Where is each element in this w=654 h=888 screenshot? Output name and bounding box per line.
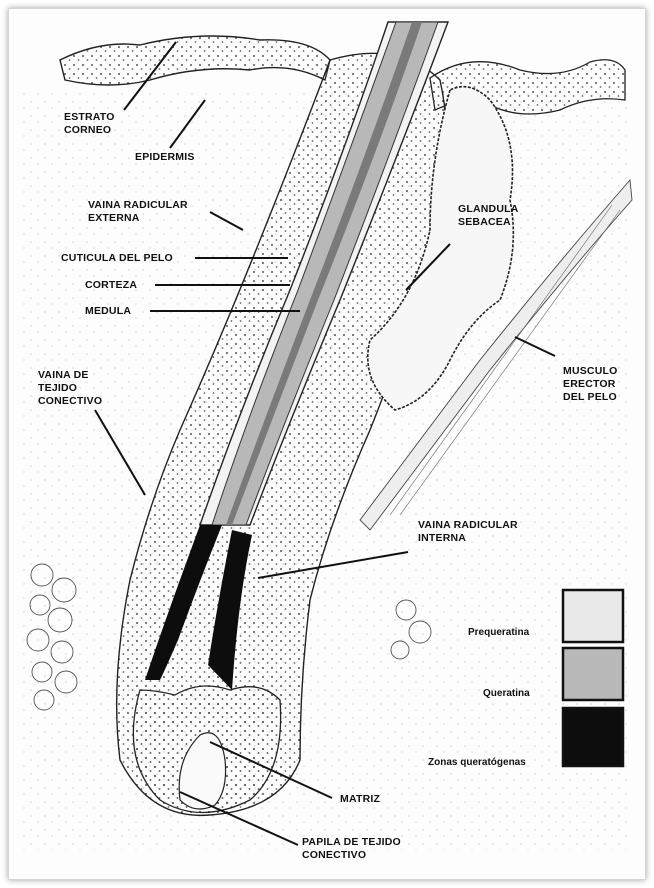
legend-swatch-queratina bbox=[563, 648, 623, 700]
label-matriz: MATRIZ bbox=[340, 793, 380, 806]
label-papila-line2: CONECTIVO bbox=[302, 849, 401, 862]
label-vaina-interna-line1: VAINA RADICULAR bbox=[418, 519, 518, 532]
legend-label-prequeratina: Prequeratina bbox=[468, 627, 529, 638]
legend-swatch-prequeratina bbox=[563, 590, 623, 642]
label-vaina-interna: VAINA RADICULAR INTERNA bbox=[418, 519, 518, 545]
label-corneo-line2: CORNEO bbox=[64, 124, 115, 137]
label-corteza: CORTEZA bbox=[85, 279, 137, 292]
label-vaina-tejido-line3: CONECTIVO bbox=[38, 395, 102, 408]
label-cuticula: CUTICULA DEL PELO bbox=[61, 252, 173, 265]
label-vaina-tejido: VAINA DE TEJIDO CONECTIVO bbox=[38, 369, 102, 408]
label-epidermis: EPIDERMIS bbox=[135, 151, 195, 164]
label-papila-line1: PAPILA DE TEJIDO bbox=[302, 836, 401, 849]
label-estrato-corneo: ESTRATO CORNEO bbox=[64, 111, 115, 137]
label-musculo-line2: ERECTOR bbox=[563, 378, 617, 391]
label-vaina-externa: VAINA RADICULAR EXTERNA bbox=[88, 199, 188, 225]
label-vaina-tejido-line2: TEJIDO bbox=[38, 382, 102, 395]
label-glandula-sebacea: GLANDULA SEBACEA bbox=[458, 203, 519, 229]
legend-label-queratina: Queratina bbox=[483, 688, 530, 699]
label-musculo-line1: MUSCULO bbox=[563, 365, 617, 378]
label-estrato-line1: ESTRATO bbox=[64, 111, 115, 124]
label-vaina-externa-line2: EXTERNA bbox=[88, 212, 188, 225]
label-vaina-interna-line2: INTERNA bbox=[418, 532, 518, 545]
label-medula: MEDULA bbox=[85, 305, 131, 318]
label-musculo-erector: MUSCULO ERECTOR DEL PELO bbox=[563, 365, 617, 404]
label-vaina-externa-line1: VAINA RADICULAR bbox=[88, 199, 188, 212]
legend-label-zonas: Zonas queratógenas bbox=[428, 757, 526, 768]
label-vaina-tejido-line1: VAINA DE bbox=[38, 369, 102, 382]
label-papila: PAPILA DE TEJIDO CONECTIVO bbox=[302, 836, 401, 862]
epidermis-layer bbox=[60, 36, 330, 85]
label-sebacea-line2: SEBACEA bbox=[458, 216, 519, 229]
label-musculo-line3: DEL PELO bbox=[563, 391, 617, 404]
label-glandula-line1: GLANDULA bbox=[458, 203, 519, 216]
legend-swatch-zonas bbox=[563, 708, 623, 766]
